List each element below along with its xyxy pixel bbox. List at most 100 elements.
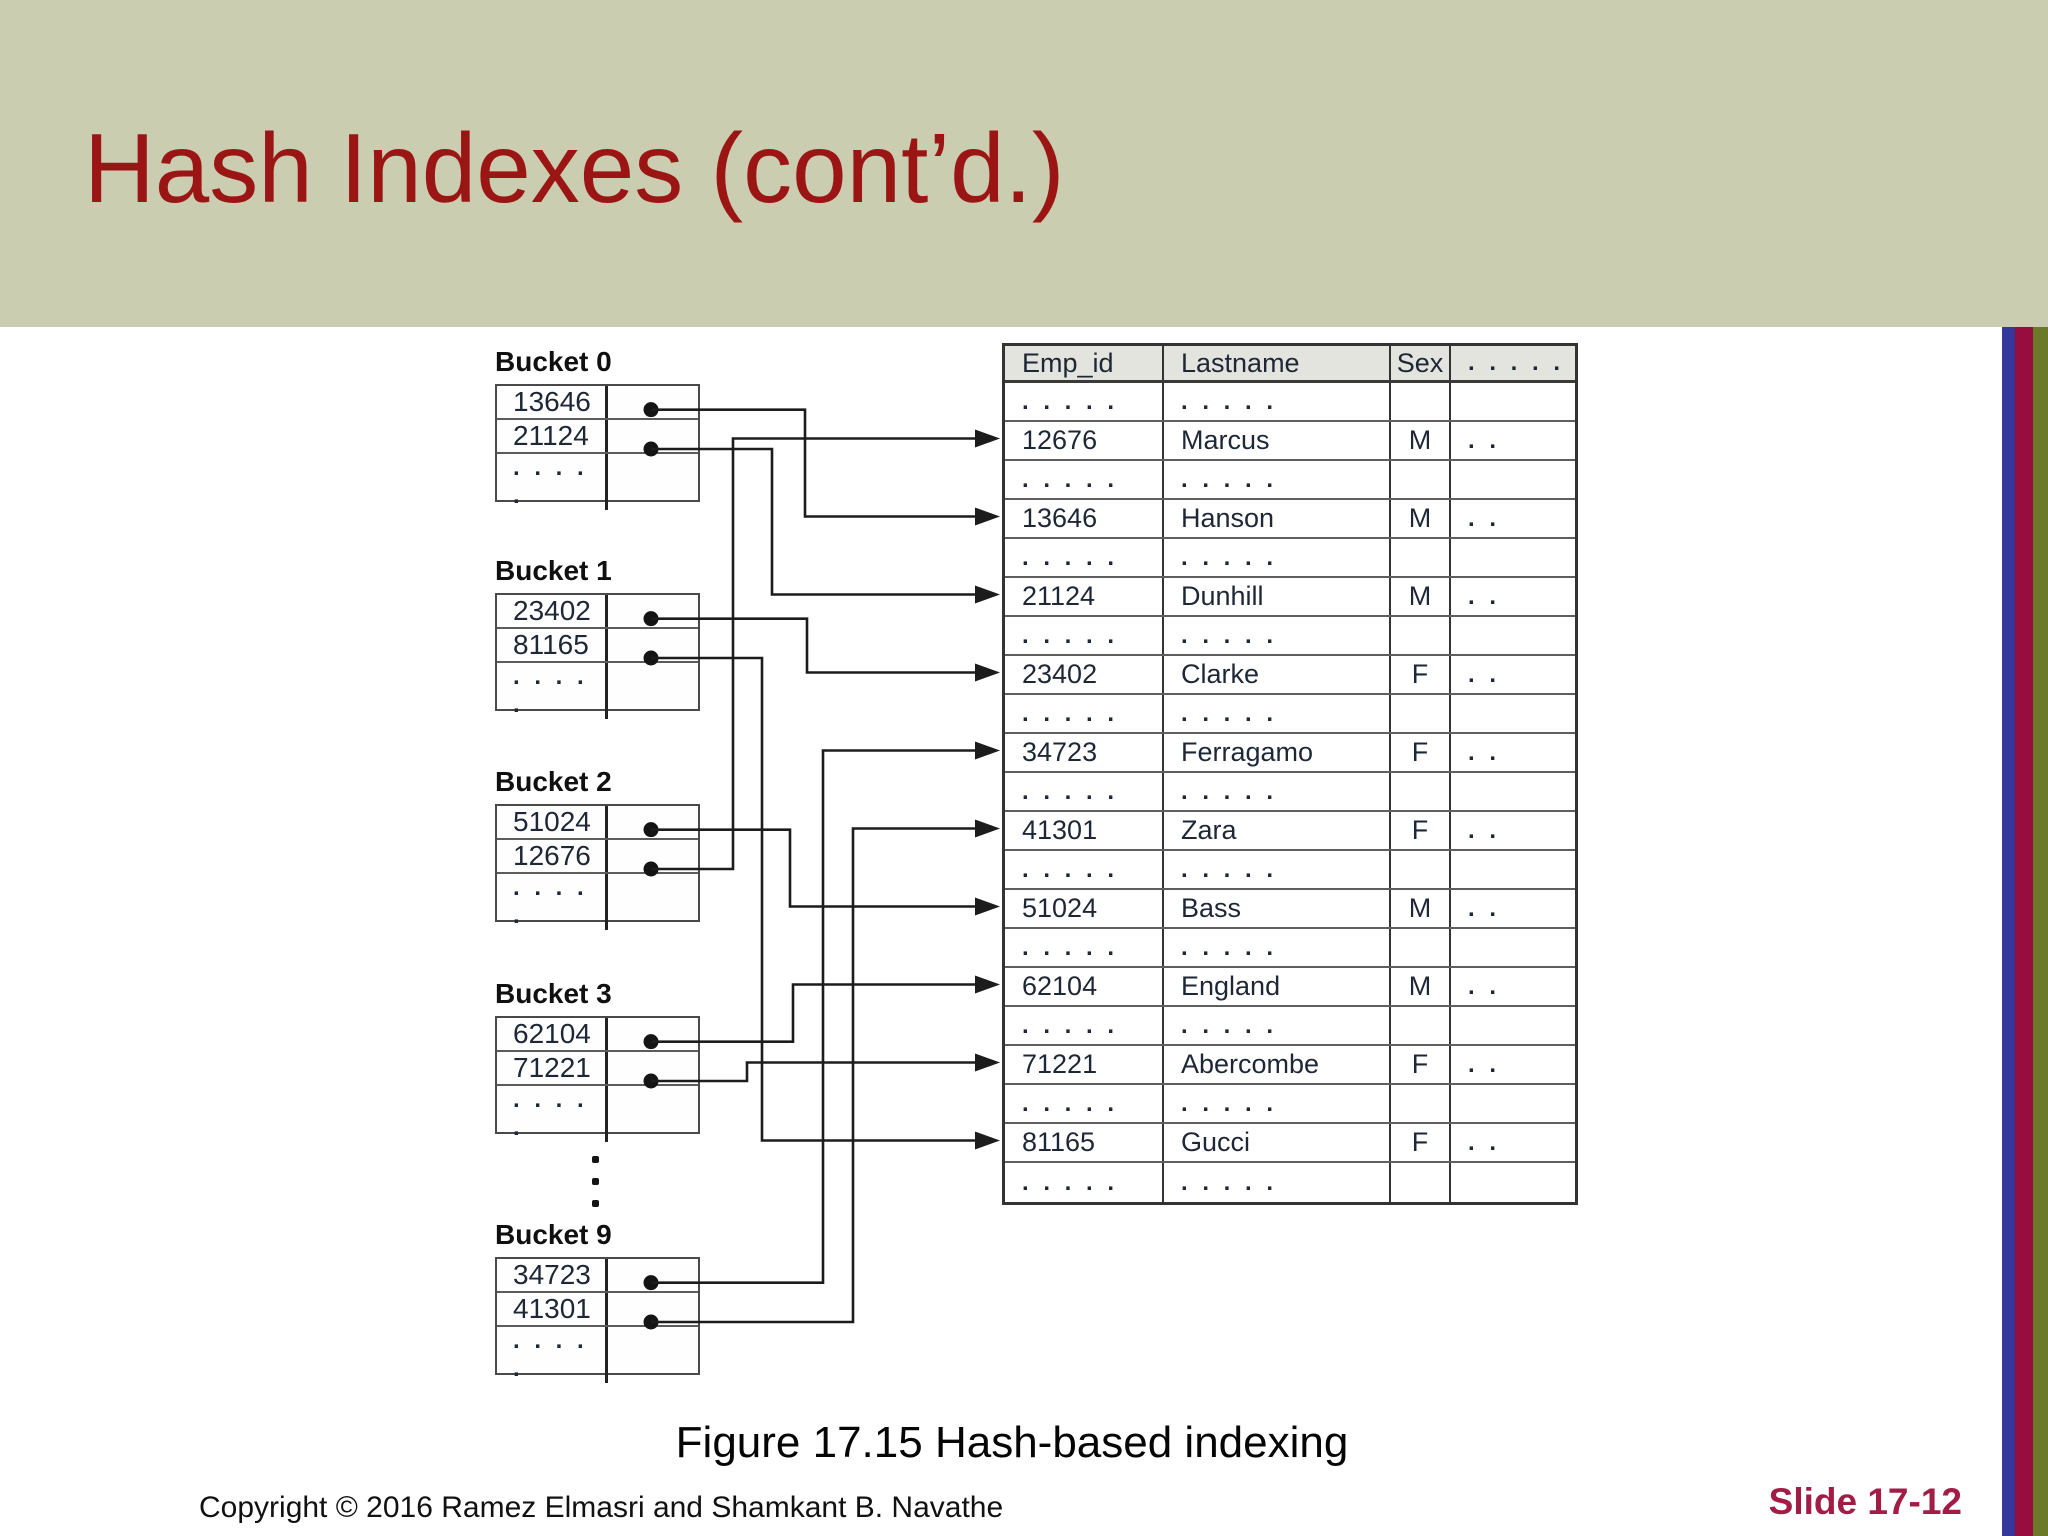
edge-stripe-olive	[2033, 327, 2048, 1536]
bucket-row: 71221	[497, 1052, 698, 1086]
bucket-pointer-cell	[608, 1052, 698, 1084]
arrowhead-icon	[975, 663, 1000, 682]
slide-title: Hash Indexes (cont’d.)	[84, 113, 1065, 223]
bucket-pointer-cell	[608, 1293, 698, 1325]
etc-cell	[1451, 461, 1575, 498]
lastname-cell: . . . . .	[1164, 1007, 1391, 1044]
etc-cell: . .	[1468, 738, 1501, 766]
bucket-pointer-cell	[608, 1259, 698, 1291]
arrowhead-icon	[975, 1053, 1000, 1072]
vertical-ellipsis	[592, 1156, 600, 1222]
lastname-cell: . . . . .	[1164, 1163, 1391, 1202]
lastname-cell: . . . . .	[1164, 929, 1391, 966]
bucket-key-value: 41301	[497, 1293, 608, 1325]
sex-cell	[1391, 1007, 1451, 1044]
sex-cell: M	[1391, 890, 1451, 927]
etc-cell: . .	[1468, 1128, 1501, 1156]
etc-cell: . .	[1468, 582, 1501, 610]
lastname-cell: . . . . .	[1164, 773, 1391, 810]
table-row-ellipsis: . . . . .. . . . .	[1005, 1085, 1575, 1124]
bucket-label: Bucket 9	[495, 1219, 612, 1250]
bucket-overflow-dots: . . . . .	[497, 663, 608, 719]
etc-cell	[1451, 383, 1575, 420]
bucket-overflow-dots: . . . . .	[497, 454, 608, 510]
arrowhead-icon	[975, 975, 1000, 994]
emp-id-cell: 51024	[1005, 890, 1164, 927]
arrowhead-icon	[975, 897, 1000, 916]
bucket-pointer-cell	[608, 840, 698, 872]
lastname-cell: . . . . .	[1164, 617, 1391, 654]
etc-cell: . .	[1468, 504, 1501, 532]
sex-cell	[1391, 617, 1451, 654]
table-row-ellipsis: . . . . .. . . . .	[1005, 929, 1575, 968]
table-row-ellipsis: . . . . .. . . . .	[1005, 539, 1575, 578]
edge-stripe-blue	[2002, 327, 2015, 1536]
bucket-key-value: 21124	[497, 420, 608, 452]
bucket-pointer-cell	[608, 454, 698, 510]
vertical-ellipsis-dot	[592, 1178, 599, 1185]
emp-id-cell: 23402	[1005, 656, 1164, 693]
bucket-pointer-cell	[608, 1327, 698, 1383]
bucket-row: . . . . .	[497, 874, 698, 930]
vertical-ellipsis-dot	[592, 1156, 599, 1163]
column-header: . . . . .	[1468, 349, 1565, 376]
etc-cell	[1451, 773, 1575, 810]
etc-cell	[1451, 1085, 1575, 1122]
slide-number: Slide 17-12	[1768, 1481, 1962, 1522]
lastname-cell: Dunhill	[1164, 578, 1391, 615]
lastname-cell: Bass	[1164, 890, 1391, 927]
lastname-cell: . . . . .	[1164, 695, 1391, 732]
bucket-key-value: 81165	[497, 629, 608, 661]
lastname-cell: Marcus	[1164, 422, 1391, 459]
bucket-label: Bucket 0	[495, 346, 612, 377]
bucket-key-value: 51024	[497, 806, 608, 838]
sex-cell: M	[1391, 500, 1451, 537]
bucket-label: Bucket 2	[495, 766, 612, 797]
emp-id-cell: . . . . .	[1005, 1007, 1164, 1044]
lastname-cell: . . . . .	[1164, 1085, 1391, 1122]
emp-id-cell: 62104	[1005, 968, 1164, 1005]
etc-cell	[1451, 1007, 1575, 1044]
column-header: Emp_id	[1005, 346, 1164, 380]
bucket-label: Bucket 1	[495, 555, 612, 586]
sex-cell: F	[1391, 656, 1451, 693]
lastname-cell: Zara	[1164, 812, 1391, 849]
lastname-cell: . . . . .	[1164, 539, 1391, 576]
sex-cell: F	[1391, 734, 1451, 771]
bucket-row: 13646	[497, 386, 698, 420]
bucket-pointer-cell	[608, 420, 698, 452]
sex-cell	[1391, 461, 1451, 498]
emp-id-cell: . . . . .	[1005, 461, 1164, 498]
sex-cell: M	[1391, 422, 1451, 459]
edge-stripe-maroon	[2015, 327, 2033, 1536]
vertical-ellipsis-dot	[592, 1200, 599, 1207]
lastname-cell: Hanson	[1164, 500, 1391, 537]
etc-cell: . .	[1468, 426, 1501, 454]
bucket-pointer-cell	[608, 629, 698, 661]
table-row-ellipsis: . . . . .. . . . .	[1005, 1163, 1575, 1202]
emp-id-cell: . . . . .	[1005, 851, 1164, 888]
emp-id-cell: 13646	[1005, 500, 1164, 537]
bucket-overflow-dots: . . . . .	[497, 1086, 608, 1142]
bucket-pointer-cell	[608, 1086, 698, 1142]
bucket-key-value: 34723	[497, 1259, 608, 1291]
arrowhead-icon	[975, 819, 1000, 838]
bucket-key-value: 12676	[497, 840, 608, 872]
lastname-cell: . . . . .	[1164, 383, 1391, 420]
sex-cell: F	[1391, 1046, 1451, 1083]
bucket-pointer-cell	[608, 663, 698, 719]
lastname-cell: Clarke	[1164, 656, 1391, 693]
bucket-row: . . . . .	[497, 1327, 698, 1383]
